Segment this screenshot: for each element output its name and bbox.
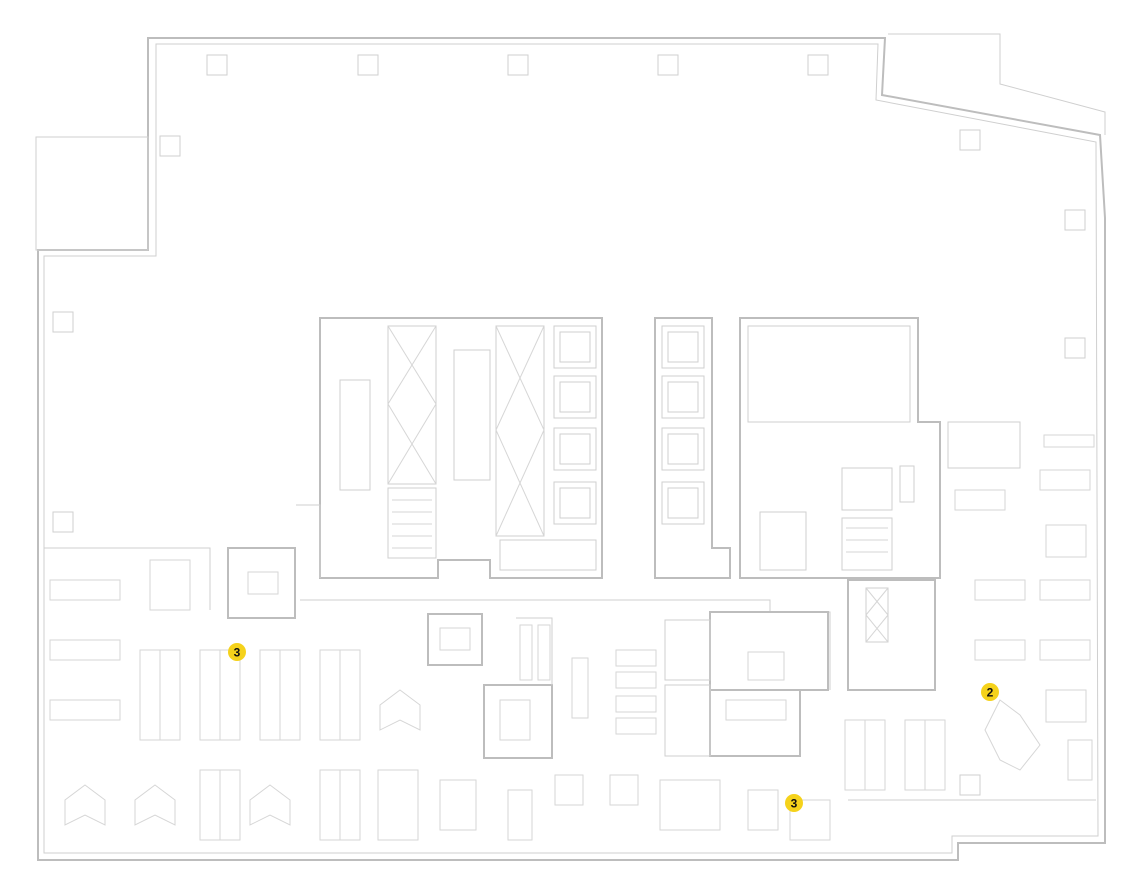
marker-circle (981, 683, 999, 701)
marker-1[interactable]: 3 (228, 643, 246, 661)
marker-label: 3 (791, 797, 798, 811)
marker-2[interactable]: 2 (981, 683, 999, 701)
building-outline (35, 33, 1106, 861)
marker-label: 2 (987, 686, 994, 700)
right-rooms (664, 421, 1096, 801)
marker-circle (228, 643, 246, 661)
marker-label: 3 (234, 646, 241, 660)
marker-3[interactable]: 3 (785, 794, 803, 812)
workstations (49, 434, 1095, 841)
structural-columns (52, 54, 1086, 796)
building-core (319, 317, 941, 579)
marker-circle (785, 794, 803, 812)
